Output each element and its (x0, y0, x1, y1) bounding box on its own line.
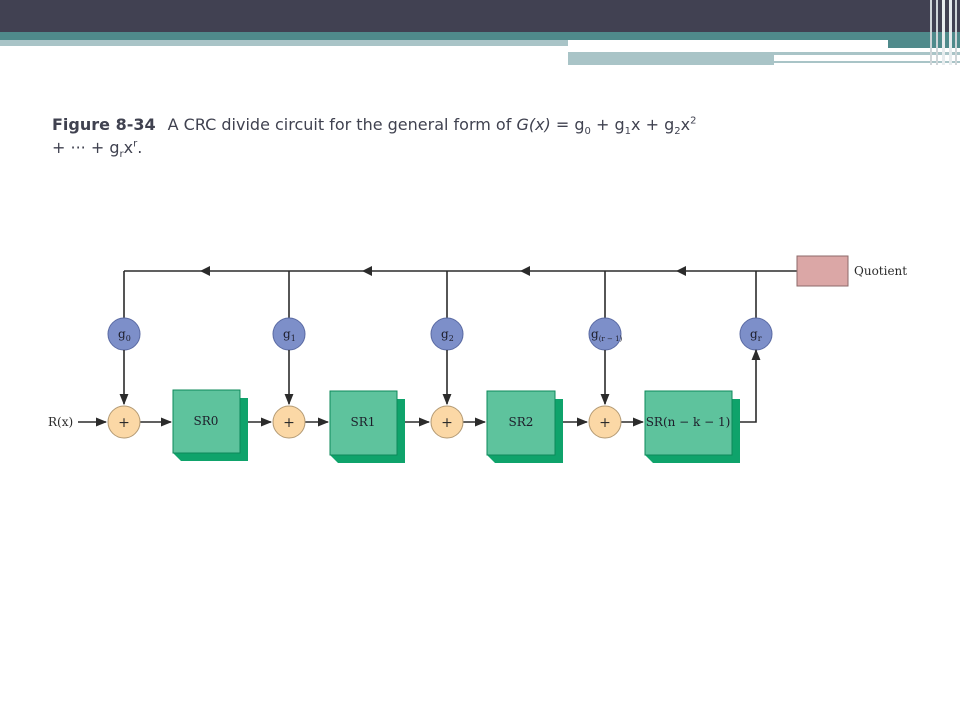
caption-sub-2: 2 (674, 126, 681, 138)
svg-text:g1: g1 (283, 327, 296, 343)
svg-text:SR1: SR1 (351, 415, 376, 429)
header-rule-1 (568, 52, 960, 55)
svg-text:g(r − 1): g(r − 1) (591, 327, 623, 343)
caption-term-5: x (123, 138, 134, 157)
adder-2: + (430, 405, 464, 439)
caption-text: A CRC divide circuit for the general for… (167, 115, 517, 134)
tap-node-g-r-minus-1: g(r − 1) (588, 317, 623, 351)
header-vline-5 (955, 0, 957, 65)
caption-term-4: + ··· + g (52, 138, 120, 157)
caption-period: . (137, 138, 143, 157)
tap-node-gr: gr (739, 317, 773, 351)
header-vline-1 (930, 0, 932, 65)
caption-term-3: x (680, 115, 691, 134)
svg-text:SR2: SR2 (509, 415, 534, 429)
register-sr-n-k-1: SR(n − k − 1) (644, 390, 740, 463)
svg-text:+: + (441, 415, 453, 431)
register-sr1: SR1 (329, 390, 405, 463)
tap-node-g0: g0 (107, 317, 141, 351)
figure-label: Figure 8-34 (52, 115, 156, 134)
svg-text:g2: g2 (441, 327, 454, 343)
svg-text:gr: gr (750, 327, 762, 343)
header-rule-2 (568, 55, 774, 65)
tap-node-g2: g2 (430, 317, 464, 351)
adder-0: + (107, 405, 141, 439)
header-vline-2 (936, 0, 938, 65)
header-band (0, 0, 960, 65)
header-rule-3 (774, 61, 960, 63)
tap-to-adder-wires (119, 350, 610, 406)
caption-term-1: + g (590, 115, 625, 134)
caption-eq: = g (550, 115, 585, 134)
header-light-strip (0, 40, 568, 46)
figure-caption: Figure 8-34 A CRC divide circuit for the … (52, 113, 852, 161)
tap-node-g1: g1 (272, 317, 306, 351)
signal-path (78, 348, 761, 427)
quotient-label: Quotient (854, 264, 907, 278)
caption-pow-2: 2 (690, 115, 697, 127)
caption-pow-r: r (133, 138, 138, 150)
svg-text:+: + (599, 415, 611, 431)
adder-3: + (588, 405, 622, 439)
caption-gx: G(x) (516, 115, 551, 134)
feedback-arrows (200, 266, 686, 276)
header-gap (568, 40, 960, 52)
svg-text:g0: g0 (118, 327, 131, 343)
header-vline-3 (942, 0, 945, 65)
caption-sub-0: 0 (584, 126, 591, 138)
input-label: R(x) (48, 415, 73, 429)
feedback-bus (123, 270, 797, 318)
header-teal-end (888, 40, 960, 48)
register-sr2: SR2 (486, 390, 563, 463)
header-teal-strip (0, 32, 960, 40)
caption-term-2: x + g (631, 115, 675, 134)
caption-sub-r: r (119, 149, 124, 161)
adder-1: + (272, 405, 306, 439)
register-sr0: SR0 (172, 389, 248, 461)
svg-text:SR0: SR0 (194, 414, 219, 428)
caption-sub-1: 1 (624, 126, 632, 138)
crc-circuit-diagram: Quotient g0 g1 g2 g(r − 1) gr R(x) (48, 255, 907, 463)
svg-text:SR(n − k − 1): SR(n − k − 1) (646, 415, 731, 429)
svg-text:+: + (283, 415, 295, 431)
header-dark-strip (0, 0, 960, 32)
quotient-box (796, 255, 849, 287)
header-vline-4 (949, 0, 952, 65)
svg-text:+: + (118, 415, 130, 431)
